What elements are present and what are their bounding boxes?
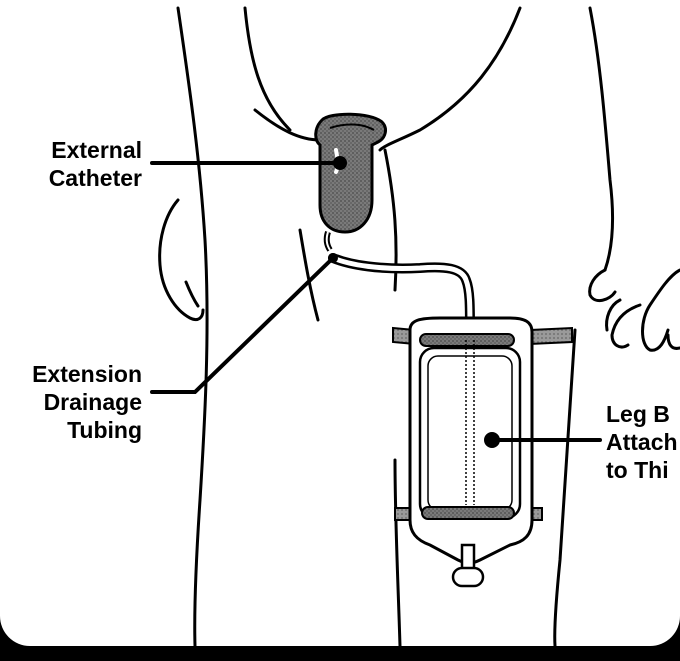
- left-torso-outline: [176, 6, 209, 646]
- groin-line: [253, 108, 322, 142]
- right-hand-fingers: [641, 268, 680, 352]
- inner-thigh-left: [298, 228, 320, 322]
- leg-bag: [408, 316, 534, 588]
- right-torso-outline: [588, 6, 614, 272]
- label-extension-drainage-tubing: Extension Drainage Tubing: [32, 361, 142, 443]
- diagram-frame: External Catheter Extension Drainage Tub…: [0, 0, 680, 646]
- label-external-catheter: External Catheter: [48, 137, 142, 191]
- right-finger-3: [605, 298, 622, 332]
- leader-lines: [150, 156, 602, 448]
- left-hip-line: [243, 6, 292, 132]
- label-leg-bag: Leg B Attach to Thi: [606, 401, 678, 483]
- thigh-crease: [383, 148, 398, 292]
- tubing-leader: [150, 256, 335, 394]
- right-thigh-inner: [393, 458, 402, 646]
- catheter-illustration: [150, 6, 680, 646]
- right-hip-line: [378, 6, 522, 152]
- right-finger-2: [610, 303, 642, 349]
- right-finger-4: [666, 333, 680, 350]
- external-catheter-device: [314, 112, 387, 252]
- left-hand-outline: [158, 198, 205, 322]
- right-hand-outline: [588, 268, 617, 303]
- left-finger-crease: [184, 280, 200, 308]
- right-thigh-outer: [553, 328, 577, 646]
